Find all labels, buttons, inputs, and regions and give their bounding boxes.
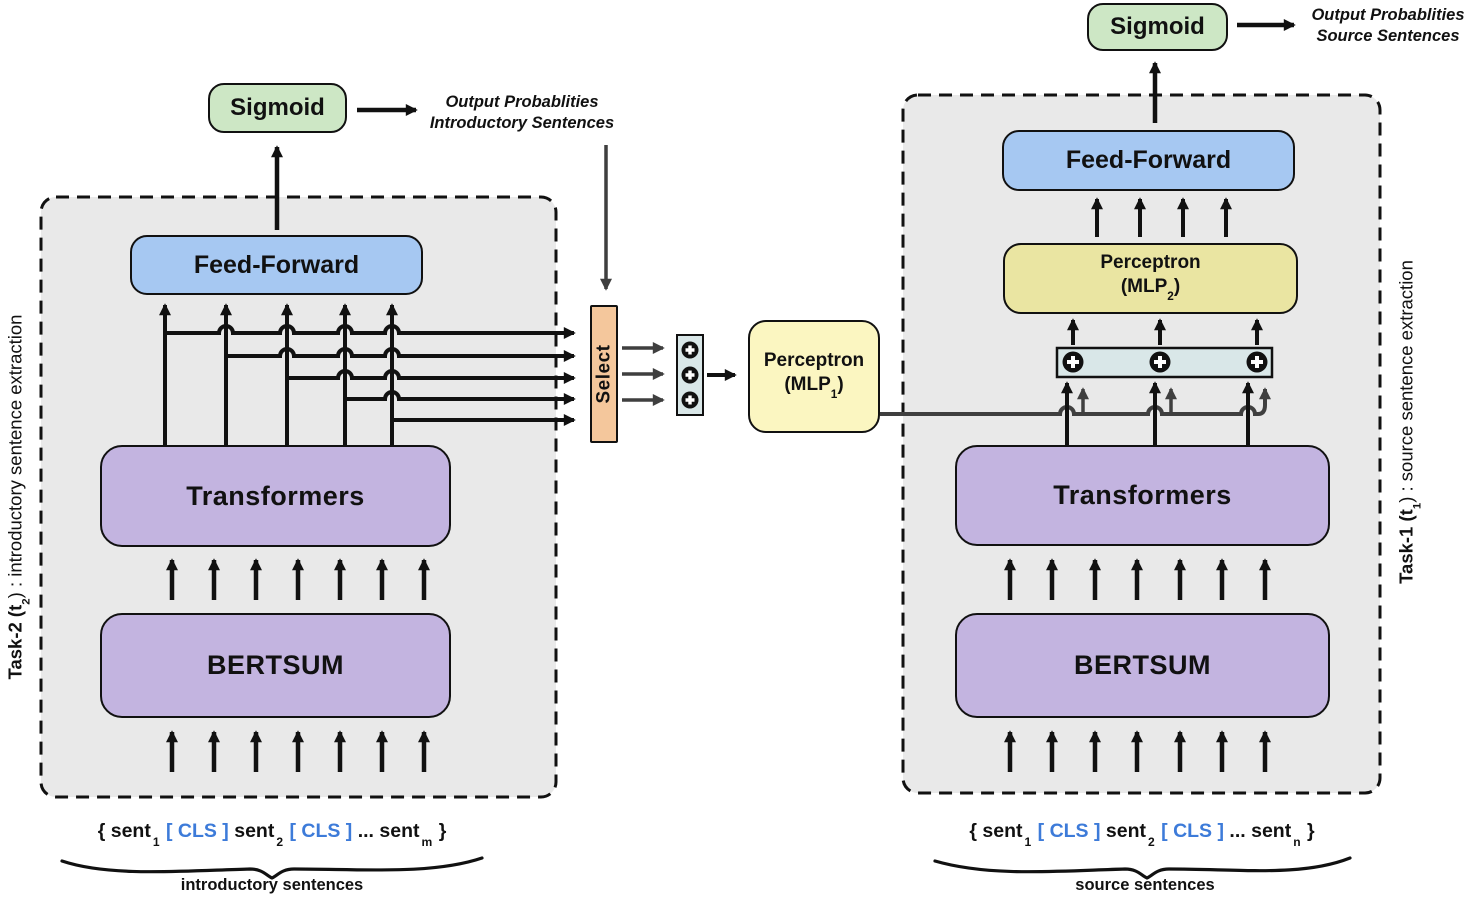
context-rise-arrows xyxy=(1077,387,1177,414)
task1-label: Task-1 (t1) : source sentence extraction xyxy=(1395,260,1424,584)
left-underbrace xyxy=(60,856,484,880)
task2-label: Task-2 (t2) : introductory sentence extr… xyxy=(4,314,33,680)
left-feed-forward-box: Feed-Forward xyxy=(130,235,423,295)
cls-token: [ CLS ] xyxy=(1161,820,1224,842)
right-transformer-to-aggregate-arrows xyxy=(1061,381,1254,445)
cls-token: [ CLS ] xyxy=(289,820,353,842)
plus-icon xyxy=(681,391,699,409)
left-transformers-label: Transformers xyxy=(186,480,365,511)
right-feed-forward-box: Feed-Forward xyxy=(1002,130,1295,191)
right-transformers-label: Transformers xyxy=(1053,480,1232,510)
left-transformer-output-arrows xyxy=(159,303,398,447)
aggregate-column xyxy=(676,334,704,416)
plus-icon xyxy=(681,341,699,359)
left-input-caption: introductory sentences xyxy=(180,876,364,894)
mlp1-context-line xyxy=(880,387,1271,416)
select-label: Select xyxy=(593,344,615,404)
left-bertsum-label: BERTSUM xyxy=(207,650,344,680)
plus-icon xyxy=(1062,351,1084,373)
plus-icon xyxy=(681,366,699,384)
aggregate-bar xyxy=(1055,346,1274,379)
right-input-arrows xyxy=(1004,730,1271,772)
right-input-caption: source sentences xyxy=(1075,876,1215,894)
right-output-probabilities-text: Output Probablities Source Sentences xyxy=(1311,6,1465,45)
aggregate-to-mlp2-arrows xyxy=(1067,318,1263,345)
cls-token: [ CLS ] xyxy=(165,820,229,842)
right-bertsum-output-arrows xyxy=(1004,558,1271,600)
left-output-probabilities-text: Output Probablities Introductory Sentenc… xyxy=(429,93,615,132)
mlp2-box: Perceptron (MLP2) xyxy=(1003,243,1298,314)
right-sigmoid-box: Sigmoid xyxy=(1087,3,1228,51)
right-bertsum-label: BERTSUM xyxy=(1074,650,1211,680)
plus-icon xyxy=(1246,351,1268,373)
left-feed-forward-label: Feed-Forward xyxy=(193,250,360,279)
left-bertsum-output-arrows xyxy=(166,558,430,600)
select-box: Select xyxy=(590,305,618,443)
left-sigmoid-label: Sigmoid xyxy=(230,94,325,121)
right-transformers-box: Transformers xyxy=(955,445,1330,546)
left-input-arrows xyxy=(166,730,430,772)
left-sigmoid-box: Sigmoid xyxy=(208,83,347,133)
left-bertsum-box: BERTSUM xyxy=(100,613,451,718)
mlp1-label: Perceptron xyxy=(763,350,865,372)
right-bertsum-box: BERTSUM xyxy=(955,613,1330,718)
plus-icon xyxy=(1149,351,1171,373)
select-to-aggregate-arrows xyxy=(622,342,665,406)
right-feed-forward-label: Feed-Forward xyxy=(1065,146,1232,174)
right-sigmoid-label: Sigmoid xyxy=(1110,13,1205,40)
cls-token: [ CLS ] xyxy=(1037,820,1101,842)
right-underbrace xyxy=(933,856,1352,880)
mlp2-to-ff-arrows xyxy=(1091,197,1232,237)
mlp1-box: Perceptron (MLP1) xyxy=(748,320,880,433)
mlp2-label: Perceptron xyxy=(1100,252,1201,274)
left-select-branch-arrows xyxy=(165,324,576,426)
left-transformers-box: Transformers xyxy=(100,445,451,547)
